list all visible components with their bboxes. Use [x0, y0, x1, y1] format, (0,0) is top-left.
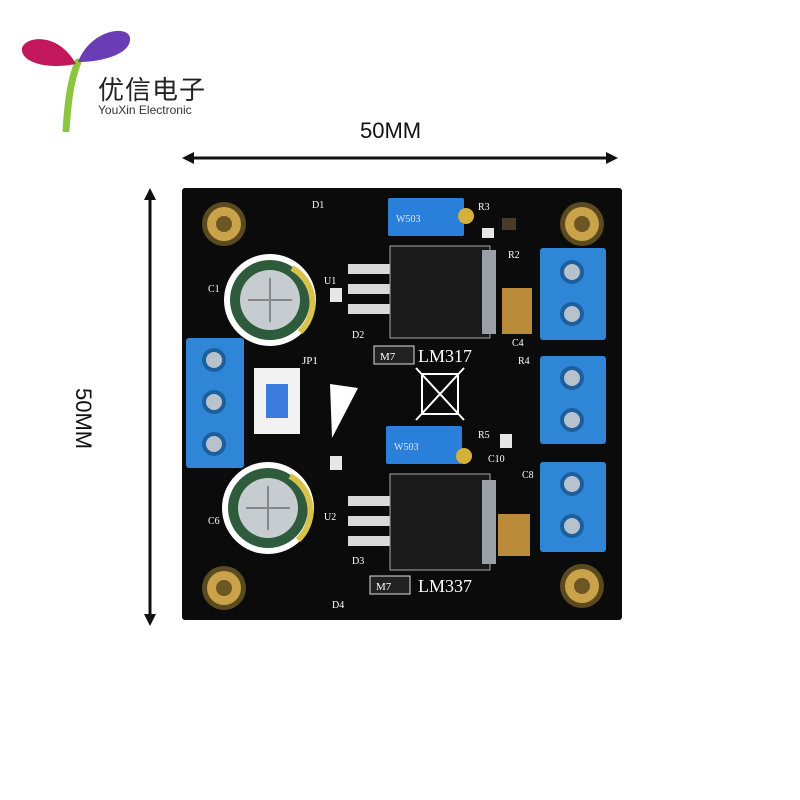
silk-c8: C8 [522, 470, 534, 481]
smd-part-icon [502, 218, 516, 230]
silk-d3: D3 [352, 556, 364, 567]
silk-r2: R2 [508, 250, 520, 261]
silk-u2: U2 [324, 512, 336, 523]
silk-m7-top: M7 [380, 351, 396, 363]
smd-capacitor-c8-icon [498, 514, 530, 556]
silk-r4: R4 [518, 356, 530, 367]
silk-c10: C10 [488, 454, 505, 465]
output-terminal-bottom-icon [540, 462, 606, 552]
input-terminal-block-icon [186, 338, 244, 468]
regulator-lm317-icon [348, 245, 496, 339]
smd-part-icon [330, 288, 342, 302]
mounting-hole-tr-icon [560, 202, 604, 246]
height-label: 50MM [71, 388, 96, 450]
mounting-hole-br-icon [560, 564, 604, 608]
silk-c4: C4 [512, 338, 524, 349]
brand-name-cn: 优信电子 [98, 76, 207, 106]
smd-part-icon [330, 456, 342, 470]
silk-d1: D1 [312, 200, 324, 211]
board-logo-icon [330, 367, 465, 438]
silk-d2: D2 [352, 330, 364, 341]
silk-lm317: LM317 [418, 346, 472, 366]
silk-pot-bottom: W503 [394, 442, 418, 453]
width-label: 50MM [360, 118, 422, 143]
silk-d4: D4 [332, 600, 344, 611]
electrolytic-capacitor-top-icon [224, 254, 316, 346]
silk-c6: C6 [208, 516, 220, 527]
diode-m7-top-icon [373, 345, 415, 365]
jumper-jp1-icon [254, 368, 300, 434]
silk-c1: C1 [208, 284, 220, 295]
output-terminal-middle-icon [540, 356, 606, 444]
silk-m7-bottom: M7 [376, 581, 392, 593]
potentiometer-bottom-icon [386, 426, 472, 464]
mounting-hole-tl-icon [202, 202, 246, 246]
pcb-board: LM317 LM337 JP1 M7 M7 W503 W503 C1 C6 U1… [182, 188, 622, 620]
height-arrow-icon [144, 188, 156, 626]
brand-name-en: YouXin Electronic [98, 103, 192, 117]
silk-jp1: JP1 [302, 355, 318, 367]
smd-capacitor-c4-icon [502, 288, 532, 334]
brand-logo-icon [21, 30, 131, 132]
regulator-lm337-icon [348, 473, 496, 571]
silk-pot-top: W503 [396, 214, 420, 225]
diode-m7-bottom-icon [369, 575, 411, 595]
width-arrow-icon [182, 152, 618, 164]
potentiometer-top-icon [388, 198, 474, 236]
silk-u1: U1 [324, 276, 336, 287]
output-terminal-top-icon [540, 248, 606, 340]
silk-lm337: LM337 [418, 576, 472, 596]
silk-r5: R5 [478, 430, 490, 441]
mounting-hole-bl-icon [202, 566, 246, 610]
electrolytic-capacitor-bottom-icon [222, 462, 314, 554]
silk-r3: R3 [478, 202, 490, 213]
smd-part-icon [482, 228, 494, 238]
smd-part-icon [500, 434, 512, 448]
